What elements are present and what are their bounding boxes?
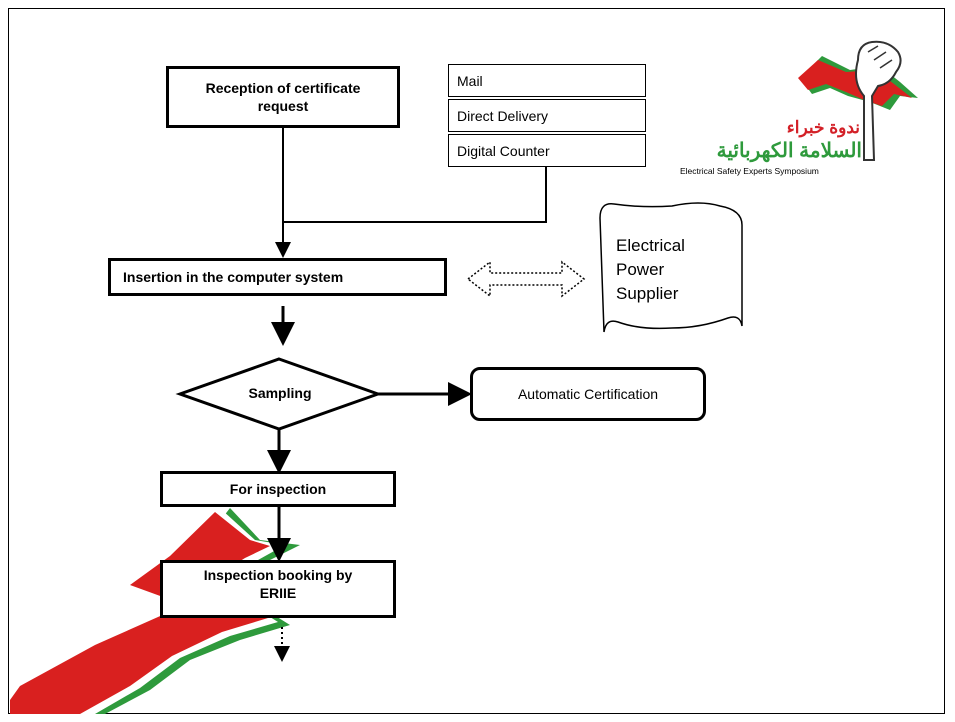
reception-box: Reception of certificate request — [166, 66, 400, 128]
inspection-booking-box: Inspection booking by ERIIE — [160, 560, 396, 618]
insertion-label: Insertion in the computer system — [123, 269, 344, 285]
sampling-diamond — [175, 357, 383, 431]
reception-label: Reception of certificate request — [205, 80, 361, 114]
logo-arabic-top: ندوة خبراء — [786, 118, 860, 137]
supplier-line-1: Electrical — [616, 236, 685, 255]
automatic-certification-label: Automatic Certification — [517, 386, 659, 402]
supplier-line-2: Power — [616, 260, 665, 279]
slide-frame — [8, 8, 945, 714]
for-inspection-box: For inspection — [160, 471, 396, 507]
automatic-certification-box: Automatic Certification — [470, 367, 706, 421]
channel-mail: Mail — [448, 64, 646, 97]
channel-direct-delivery: Direct Delivery — [448, 99, 646, 132]
for-inspection-label: For inspection — [229, 481, 327, 497]
channel-direct-label: Direct Delivery — [457, 107, 549, 124]
fist-with-lightning-icon — [798, 40, 918, 161]
supplier-document-shape — [599, 202, 743, 333]
channel-digital-label: Digital Counter — [457, 142, 550, 159]
channel-digital-counter: Digital Counter — [448, 134, 646, 167]
double-arrow-shape — [466, 260, 586, 298]
sampling-label: Sampling — [248, 385, 312, 401]
insertion-box: Insertion in the computer system — [108, 258, 447, 296]
logo-arabic-bottom: السلامة الكهربائية — [716, 140, 862, 162]
inspection-booking-label: Inspection booking by ERIIE — [203, 567, 353, 601]
logo-english: Electrical Safety Experts Symposium — [680, 166, 819, 176]
supplier-line-3: Supplier — [616, 284, 679, 303]
channel-mail-label: Mail — [457, 72, 483, 89]
supplier-label: Electrical Power Supplier — [616, 234, 685, 306]
